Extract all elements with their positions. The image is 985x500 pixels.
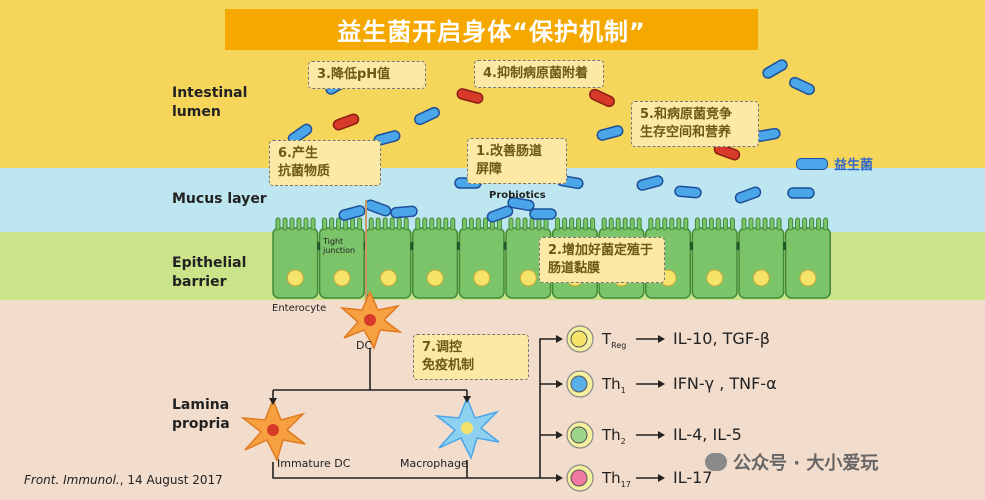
probiotic-bacterium — [596, 125, 624, 141]
epithelial-cell — [317, 217, 365, 299]
note-6-antibacterial-substances: 6.产生 抗菌物质 — [269, 140, 381, 186]
pathogen-bacterium — [713, 143, 741, 161]
epithelial-cell — [363, 217, 412, 299]
pathogen-bacterium — [588, 88, 616, 108]
legend-label: 益生菌 — [834, 158, 874, 173]
label-tight-junction: Tight junction — [323, 237, 356, 255]
citation-date: , 14 August 2017 — [119, 473, 223, 487]
note-7-regulate-immunity: 7.调控 免疫机制 — [413, 334, 529, 380]
label-enterocyte: Enterocyte — [272, 303, 327, 314]
tcell-treg — [566, 325, 594, 353]
pathogen-bacterium — [456, 88, 484, 104]
citation-journal: Front. Immunol. — [24, 473, 120, 487]
tcell-th17 — [566, 464, 594, 492]
tcell-name-th2: Th2 — [602, 426, 626, 446]
epithelial-cell — [736, 217, 785, 299]
epithelial-cell — [456, 217, 505, 299]
note-2-increase-colonization: 2.增加好菌定殖于 肠道黏膜 — [539, 237, 665, 283]
legend: 益生菌 — [796, 154, 873, 173]
label-dc: DC — [356, 339, 373, 352]
probiotic-bacterium — [486, 205, 514, 223]
cytokines-th2: IL-4, IL-5 — [673, 425, 742, 444]
probiotic-bacterium — [507, 196, 535, 212]
cytokines-th17: IL-17 — [673, 468, 713, 487]
tcell-th1 — [566, 370, 594, 398]
probiotic-bacterium — [364, 199, 392, 217]
dendritic-cell — [339, 290, 403, 350]
epithelial-cell — [272, 217, 319, 299]
wechat-icon — [705, 453, 727, 471]
probiotic-legend-swatch — [796, 157, 828, 170]
pathway-arrowheads — [269, 335, 563, 482]
probiotic-bacterium — [390, 205, 418, 219]
diagram-title: 益生菌开启身体“保护机制” — [337, 18, 646, 46]
watermark: 公众号 · 大小爱玩 — [705, 449, 878, 475]
immature-dc-cell — [240, 397, 306, 463]
pathway-lines — [272, 338, 558, 479]
probiotic-bacterium — [788, 76, 816, 96]
probiotic-bacterium — [529, 208, 557, 220]
note-5-compete-with-pathogens: 5.和病原菌竞争 生存空间和营养 — [631, 101, 759, 147]
label-intestinal-lumen: Intestinal lumen — [172, 85, 248, 120]
note-4-inhibit-pathogen-adhesion: 4.抑制病原菌附着 — [474, 60, 604, 88]
macrophage-cell — [434, 395, 500, 461]
note-3-lower-ph: 3.降低pH值 — [308, 61, 426, 89]
pathogen-bacterium — [332, 113, 360, 131]
lamina-propria-band — [0, 300, 985, 500]
probiotic-bacterium — [762, 59, 788, 79]
cytokines-th1: IFN-γ , TNF-α — [673, 374, 777, 393]
probiotic-bacterium — [413, 106, 441, 126]
label-macrophage: Macrophage — [400, 457, 468, 470]
probiotic-bacterium — [674, 185, 702, 199]
probiotic-bacterium — [787, 187, 815, 199]
cytokines-treg: IL-10, TGF-β — [673, 329, 771, 348]
label-immature-dc: Immature DC — [277, 457, 351, 470]
cytokine-arrows — [636, 338, 660, 479]
tcell-name-th1: Th1 — [602, 375, 626, 395]
label-lamina-propria: Lamina propria — [172, 397, 230, 432]
note-1-improve-barrier: 1.改善肠道 屏障 — [467, 138, 567, 184]
probiotic-bacterium — [734, 186, 762, 204]
probiotic-bacterium — [338, 205, 366, 221]
tcell-name-treg: TReg — [602, 330, 627, 350]
watermark-text: 公众号 · 大小爱玩 — [733, 453, 879, 474]
title-banner: 益生菌开启身体“保护机制” — [225, 9, 758, 50]
label-probiotics: Probiotics — [489, 190, 546, 201]
epithelial-cell — [689, 217, 738, 299]
probiotic-bacterium — [636, 175, 664, 191]
citation: Front. Immunol., 14 August 2017 — [24, 473, 223, 487]
cytokine-arrowheads — [658, 335, 665, 482]
tcell-th2 — [566, 421, 594, 449]
label-epithelial-barrier: Epithelial barrier — [172, 255, 247, 290]
tcell-name-th17: Th17 — [602, 469, 631, 489]
epithelial-cell — [783, 217, 831, 299]
label-mucus-layer: Mucus layer — [172, 191, 267, 207]
epithelial-cell — [410, 217, 459, 299]
